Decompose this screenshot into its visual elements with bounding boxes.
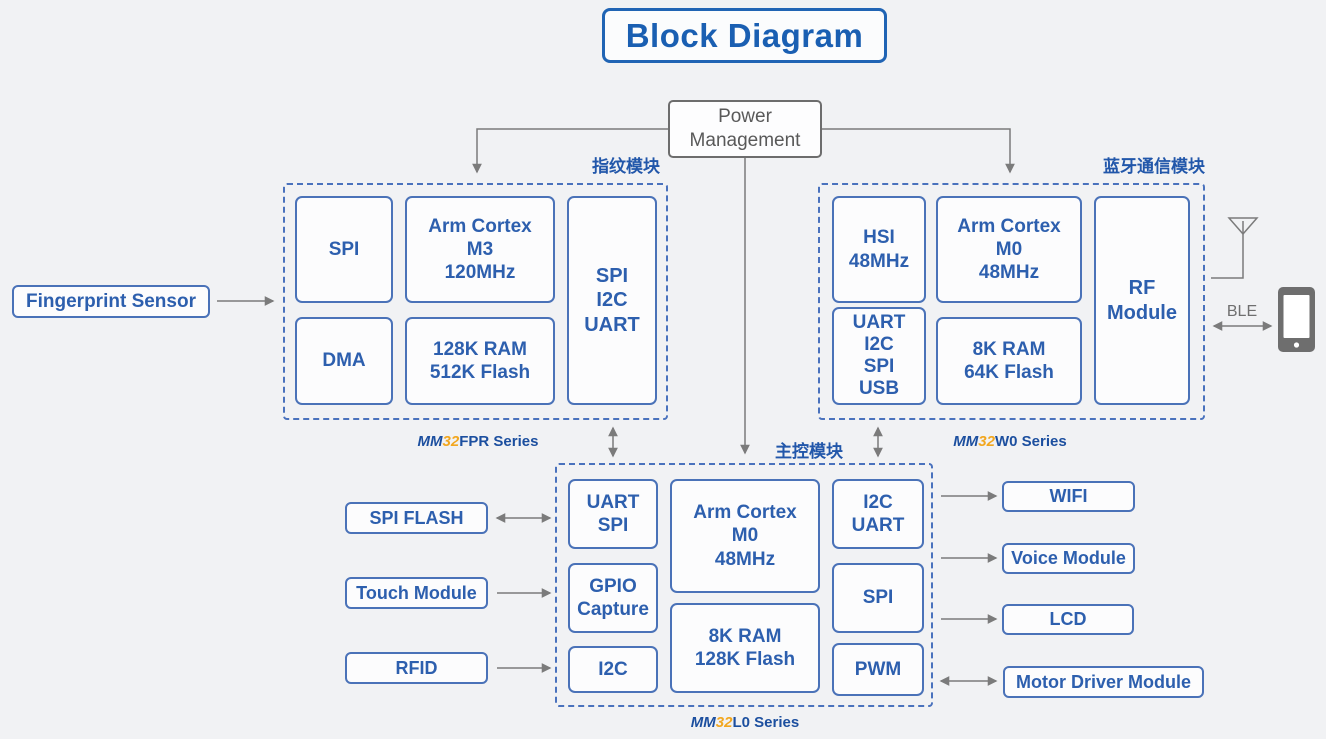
fingerprint-module-tag: 指纹模块 xyxy=(592,157,660,176)
smartphone-icon xyxy=(1278,287,1315,352)
power-management-box: Power Management xyxy=(668,100,822,158)
bluetooth-interfaces-block: UART I2C SPI USB xyxy=(832,307,926,405)
series-number: 32 xyxy=(978,433,995,450)
fingerprint-spi-block: SPI xyxy=(295,196,393,303)
touch-module-box: Touch Module xyxy=(345,577,488,609)
main-uart-spi-block: UART SPI xyxy=(568,479,658,549)
main-spi-block: SPI xyxy=(832,563,924,633)
main-module-tag: 主控模块 xyxy=(775,442,843,461)
series-prefix: MM xyxy=(953,433,979,450)
series-number: 32 xyxy=(442,433,460,450)
bluetooth-module xyxy=(818,183,1205,420)
fingerprint-dma-block: DMA xyxy=(295,317,393,405)
rfid-box: RFID xyxy=(345,652,488,684)
motor-driver-module-box: Motor Driver Module xyxy=(1003,666,1204,698)
power-to-fingerprint-connector xyxy=(472,128,668,174)
ble-label: BLE xyxy=(1226,303,1258,320)
main-i2c-block: I2C xyxy=(568,646,658,693)
bluetooth-rf-module-block: RF Module xyxy=(1094,196,1190,405)
fingerprint-interfaces-block: SPI I2C UART xyxy=(567,196,657,405)
diagram-title-text: Block Diagram xyxy=(625,16,864,54)
wifi-box: WIFI xyxy=(1002,481,1135,512)
series-prefix: MM xyxy=(690,714,716,731)
fingerprint-series-label: MM32FPR Series xyxy=(378,433,578,450)
series-prefix: MM xyxy=(417,433,443,450)
bluetooth-module-tag: 蓝牙通信模块 xyxy=(1103,157,1205,176)
main-memory-block: 8K RAM 128K Flash xyxy=(670,603,820,693)
bluetooth-hsi-block: HSI 48MHz xyxy=(832,196,926,303)
fingerprint-module xyxy=(283,183,668,420)
voice-module-box: Voice Module xyxy=(1002,543,1135,574)
fingerprint-memory-block: 128K RAM 512K Flash xyxy=(405,317,555,405)
main-cpu-block: Arm Cortex M0 48MHz xyxy=(670,479,820,593)
main-series-label: MM32L0 Series xyxy=(645,714,845,731)
main-gpio-capture-block: GPIO Capture xyxy=(568,563,658,633)
antenna-mast xyxy=(1211,221,1244,279)
diagram-title: Block Diagram xyxy=(602,8,887,63)
main-i2c-uart-block: I2C UART xyxy=(832,479,924,549)
bluetooth-cpu-block: Arm Cortex M0 48MHz xyxy=(936,196,1082,303)
series-name: W0 Series xyxy=(994,433,1067,450)
series-name: FPR Series xyxy=(459,433,539,450)
antenna-icon xyxy=(1211,217,1259,279)
lcd-box: LCD xyxy=(1002,604,1134,635)
main-pwm-block: PWM xyxy=(832,643,924,696)
antenna-head xyxy=(1227,217,1259,236)
bluetooth-memory-block: 8K RAM 64K Flash xyxy=(936,317,1082,405)
main-control-module xyxy=(555,463,933,707)
power-to-bluetooth-connector xyxy=(822,128,1015,174)
spi-flash-box: SPI FLASH xyxy=(345,502,488,534)
fingerprint-cpu-block: Arm Cortex M3 120MHz xyxy=(405,196,555,303)
series-name: L0 Series xyxy=(732,714,800,731)
series-number: 32 xyxy=(715,714,733,731)
bluetooth-series-label: MM32W0 Series xyxy=(910,433,1110,450)
fingerprint-sensor-box: Fingerprint Sensor xyxy=(12,285,210,318)
